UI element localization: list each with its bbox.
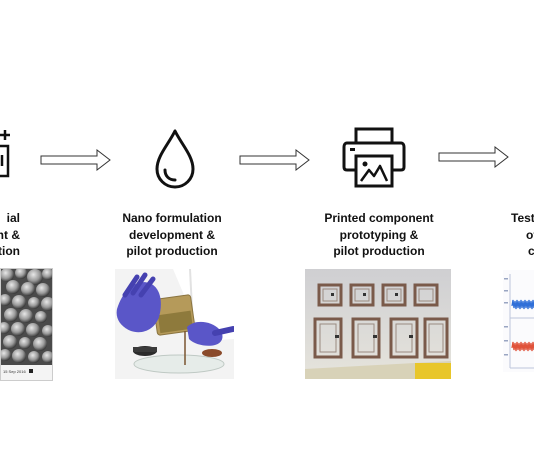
caption-line: nt & <box>0 227 20 242</box>
caption-line: c <box>528 244 534 258</box>
caption-line: prototyping & <box>339 227 419 242</box>
caption-line: pilot production <box>126 244 218 258</box>
caption-line: Testi <box>511 211 534 225</box>
caption-line: ction <box>0 244 20 258</box>
stage-testing-caption: Testi of c <box>508 210 534 260</box>
test-results-graph-photo <box>503 270 534 372</box>
flow-arrow-icon <box>40 148 112 172</box>
lab-pouring-photo <box>115 269 234 379</box>
caption-line: ial <box>6 211 20 225</box>
flow-arrow-icon <box>239 148 311 172</box>
flow-arrow-icon <box>438 145 510 169</box>
stage-material-caption: ial nt & ction <box>0 210 20 260</box>
stage-printed-caption: Printed component prototyping & pilot pr… <box>304 210 454 260</box>
droplet-icon <box>153 128 197 190</box>
caption-line: Printed component <box>324 211 434 225</box>
printer-chart-icon <box>342 126 406 190</box>
caption-line: development & <box>128 227 215 242</box>
caption-line: Nano formulation <box>122 211 222 225</box>
sem-footer-text: 15 Sep 2016 <box>3 369 26 374</box>
battery-icon <box>0 128 12 182</box>
caption-line: of <box>526 227 534 242</box>
caption-line: pilot production <box>333 244 425 258</box>
stage-nano-caption: Nano formulation development & pilot pro… <box>102 210 242 260</box>
printed-circuits-photo <box>305 269 451 379</box>
sem-micrograph-photo: 15 Sep 2016 <box>0 268 53 381</box>
